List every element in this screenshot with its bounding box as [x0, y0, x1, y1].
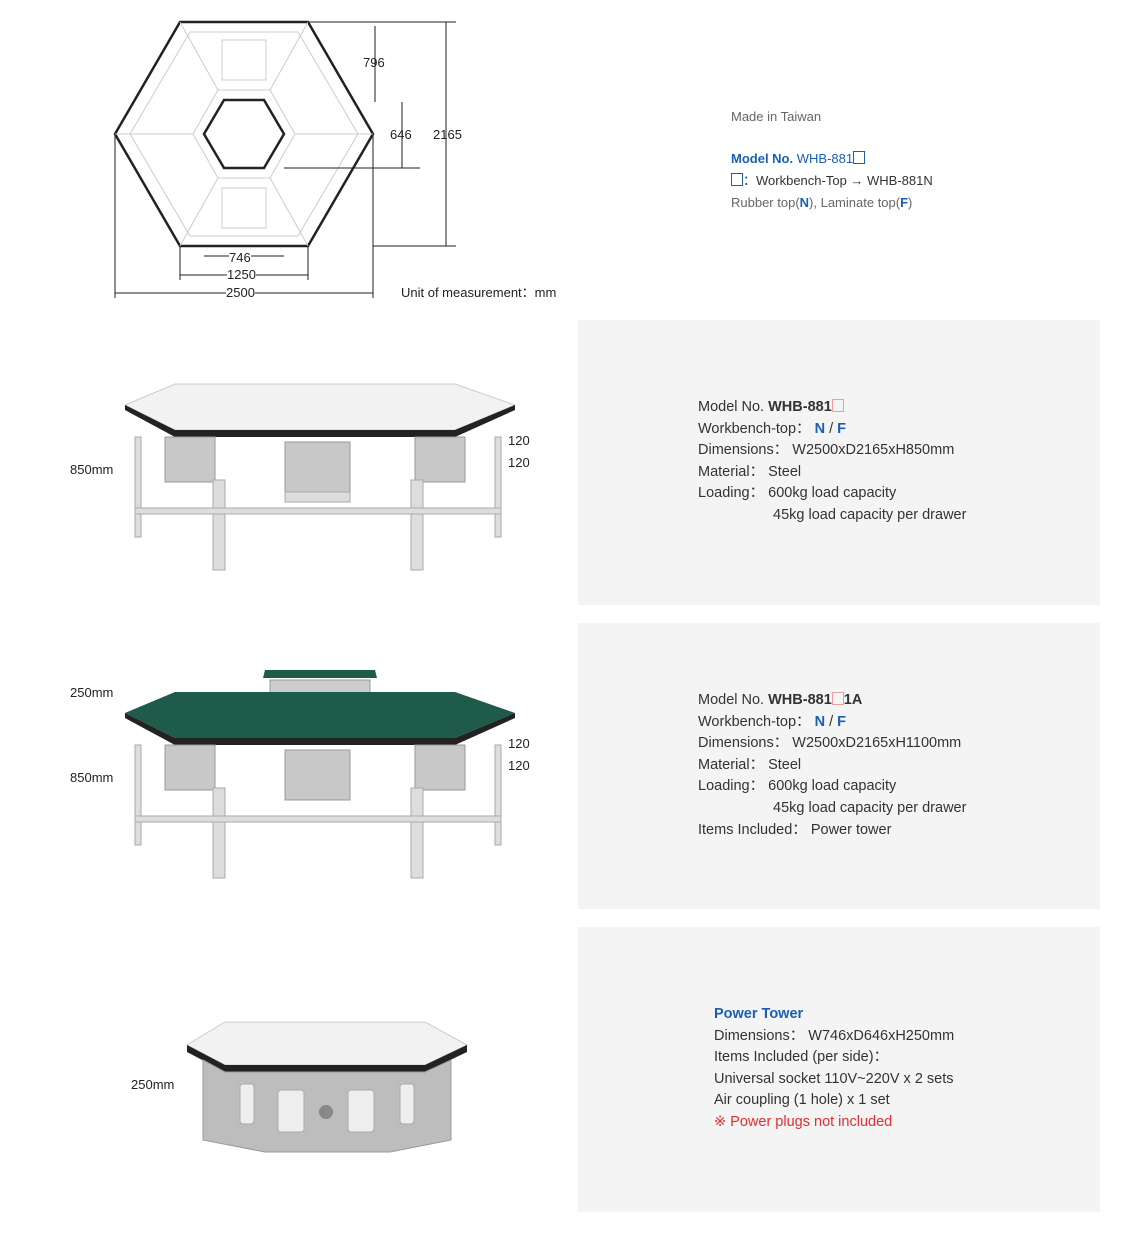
separator: / — [825, 420, 838, 437]
items-included: Items Included (per side)： — [714, 1049, 889, 1066]
thickness-label: 120 — [508, 455, 530, 470]
model-info: Made in Taiwan Model No. WHB-881 ：Workbe… — [731, 106, 933, 214]
model-label: Model No. — [731, 151, 794, 166]
loading-drawer: 45kg load capacity per drawer — [773, 506, 967, 523]
thickness-label: 120 — [508, 433, 530, 448]
dim-746: 746 — [229, 250, 251, 265]
box-icon — [831, 399, 844, 412]
height-label: 250mm — [131, 1077, 175, 1092]
box-legend: ：Workbench-Top → WHB-881N — [743, 173, 933, 188]
dim-796: 796 — [363, 55, 385, 70]
top-label: Workbench-top： — [698, 713, 811, 730]
model-label: Model No. — [698, 692, 769, 708]
spec-panel-whb881-1a — [578, 623, 1100, 909]
model-value: WHB-881 — [796, 151, 854, 166]
option-f: F — [900, 195, 909, 210]
height-label: 850mm — [70, 462, 114, 477]
separator: / — [825, 713, 838, 730]
loading: Loading： 600kg load capacity — [698, 485, 897, 502]
height-label: 850mm — [70, 770, 114, 785]
socket-item: Universal socket 110V~220V x 2 sets — [714, 1070, 954, 1087]
dim-2500: 2500 — [226, 285, 255, 300]
dimensions: Dimensions： W746xD646xH250mm — [714, 1027, 955, 1044]
option-f: F — [837, 420, 847, 437]
top-options: Rubber top( — [731, 195, 800, 210]
top-options: ), Laminate top( — [809, 195, 901, 210]
box-icon — [731, 173, 743, 186]
dimensions: Dimensions： W2500xD2165xH850mm — [698, 442, 955, 459]
model-value: WHB-881 — [768, 692, 832, 708]
model-label: Model No. — [698, 399, 769, 415]
made-in: Made in Taiwan — [731, 109, 822, 124]
spec-power-tower: Power Tower Dimensions： W746xD646xH250mm… — [714, 1004, 954, 1134]
model-suffix: 1A — [843, 692, 863, 708]
thickness-label: 120 — [508, 736, 530, 751]
power-tower-image — [185, 1021, 469, 1153]
material: Material： Steel — [698, 756, 802, 773]
spec-panel-power-tower — [578, 927, 1100, 1212]
material: Material： Steel — [698, 463, 802, 480]
option-n: N — [799, 195, 810, 210]
box-icon — [831, 692, 844, 705]
thickness-label: 120 — [508, 758, 530, 773]
top-label: Workbench-top： — [698, 420, 811, 437]
dim-2165: 2165 — [433, 127, 462, 142]
dim-1250: 1250 — [227, 267, 256, 282]
workbench-image — [123, 383, 517, 571]
workbench-with-tower-image — [125, 670, 515, 879]
spec-whb881: Model No. WHB-881 Workbench-top： N / F D… — [698, 397, 966, 527]
option-n: N — [814, 713, 826, 730]
hexagon-dimension-diagram — [113, 20, 456, 298]
spec-panel-whb881 — [578, 320, 1100, 605]
dim-646: 646 — [390, 127, 412, 142]
loading-drawer: 45kg load capacity per drawer — [773, 799, 967, 816]
dimensions: Dimensions： W2500xD2165xH1100mm — [698, 735, 962, 752]
loading: Loading： 600kg load capacity — [698, 778, 897, 795]
spec-whb881-1a: Model No. WHB-881 1A Workbench-top： N / F… — [698, 690, 966, 841]
model-value: WHB-881 — [768, 399, 832, 415]
box-icon — [853, 151, 866, 164]
tower-height-label: 250mm — [70, 685, 114, 700]
plugs-note: ※ Power plugs not included — [714, 1113, 893, 1130]
option-f: F — [837, 713, 847, 730]
items-included: Items Included： Power tower — [698, 821, 892, 838]
air-coupling-item: Air coupling (1 hole) x 1 set — [714, 1092, 890, 1109]
top-options: ) — [908, 195, 913, 210]
option-n: N — [814, 420, 826, 437]
power-tower-title: Power Tower — [714, 1006, 804, 1022]
unit-note: Unit of measurement：mm — [401, 285, 557, 300]
